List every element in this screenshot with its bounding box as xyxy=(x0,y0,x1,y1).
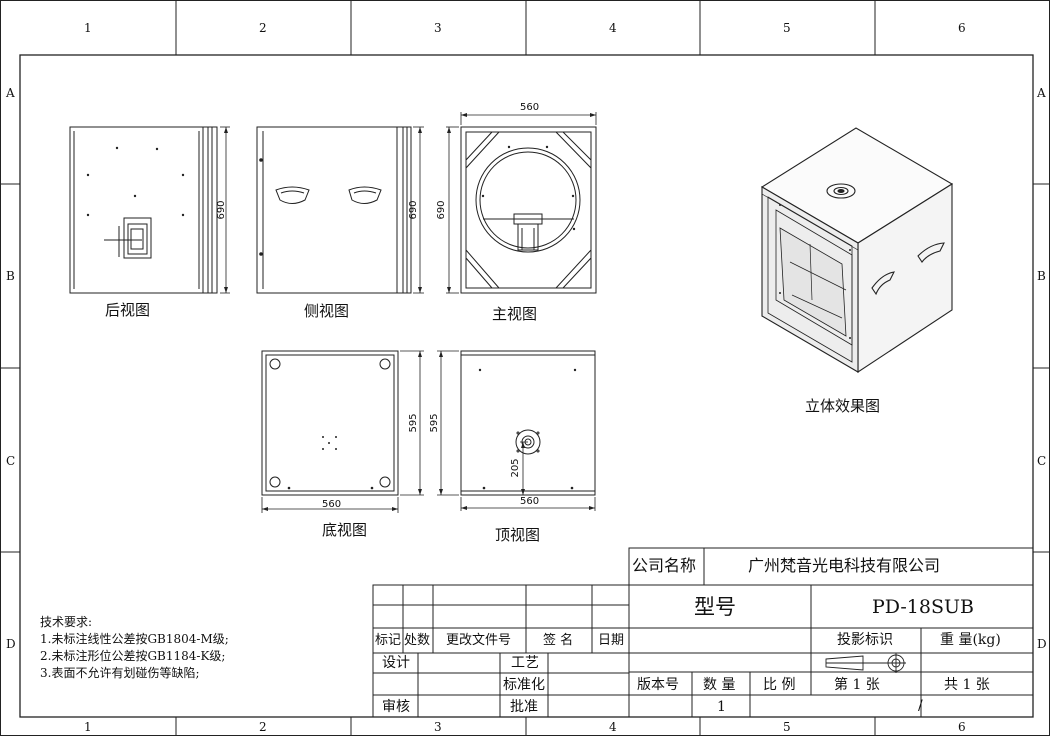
scale-label: 比 例 xyxy=(763,677,796,693)
zone-row-c-right: C xyxy=(1037,454,1047,468)
model-value: PD-18SUB xyxy=(872,596,974,618)
rev-date-header: 日期 xyxy=(598,633,625,648)
rev-sign-header: 签 名 xyxy=(543,633,574,648)
tech-note-2: 2.未标注形位公差按GB1184-K级; xyxy=(40,649,226,663)
top-depth-dimension xyxy=(437,350,459,496)
review-label: 审核 xyxy=(382,699,410,715)
front-view-caption: 主视图 xyxy=(492,305,538,323)
projection-label: 投影标识 xyxy=(837,632,893,648)
zone-row-a-right: A xyxy=(1037,86,1046,100)
front-width-dimension xyxy=(460,112,597,125)
zone-col-1-bottom: 1 xyxy=(84,720,92,734)
company-label: 公司名称 xyxy=(632,556,697,575)
tech-note-3: 3.表面不允许有划碰伤等缺陷; xyxy=(40,666,200,680)
side-holes xyxy=(259,158,263,256)
zone-col-4-top: 4 xyxy=(609,21,617,35)
top-offset-label: 205 xyxy=(510,458,521,478)
side-height-label: 690 xyxy=(408,200,419,220)
side-height-dimension xyxy=(413,126,424,294)
bottom-view xyxy=(261,350,399,496)
zone-row-c-left: C xyxy=(6,454,16,468)
front-height-dimension xyxy=(446,126,459,294)
front-screw-holes xyxy=(481,145,576,231)
iso-handles xyxy=(871,242,945,296)
weight-label: 重 量(kg) xyxy=(940,632,1001,648)
zone-col-4-bottom: 4 xyxy=(609,720,617,734)
design-label: 设计 xyxy=(382,655,410,671)
rear-connector-plate xyxy=(104,217,152,259)
top-width-dimension xyxy=(460,497,596,511)
bottom-width-dimension xyxy=(261,497,399,513)
zone-col-2-top: 2 xyxy=(259,21,267,35)
projection-symbol xyxy=(825,653,906,673)
rear-holes xyxy=(86,146,185,217)
front-view xyxy=(460,126,597,294)
bottom-width-label: 560 xyxy=(322,499,342,510)
top-view xyxy=(460,350,596,496)
front-height-label: 690 xyxy=(436,200,447,220)
zone-row-b-left: B xyxy=(6,269,15,283)
side-view-caption: 侧视图 xyxy=(304,302,350,320)
rear-view-caption: 后视图 xyxy=(105,301,151,319)
rev-mark-header: 标记 xyxy=(375,633,402,648)
front-woofer xyxy=(475,147,581,253)
bottom-depth-label: 595 xyxy=(408,413,419,433)
zone-col-5-top: 5 xyxy=(783,21,791,35)
zone-row-d-right: D xyxy=(1037,637,1047,651)
process-label: 工艺 xyxy=(511,655,539,671)
iso-pole-mount xyxy=(826,183,856,199)
sheet-number: 第 1 张 xyxy=(834,677,880,693)
zone-col-3-bottom: 3 xyxy=(434,720,442,734)
top-depth-label: 595 xyxy=(429,413,440,433)
tech-note-1: 1.未标注线性公差按GB1804-M级; xyxy=(40,632,229,646)
side-handles xyxy=(275,186,382,204)
rev-doc-header: 更改文件号 xyxy=(446,633,512,648)
rear-height-label: 690 xyxy=(216,200,227,220)
side-view xyxy=(256,126,412,294)
zone-col-1-top: 1 xyxy=(84,21,92,35)
top-screw-holes xyxy=(478,368,577,490)
model-label: 型号 xyxy=(694,595,736,619)
bottom-feet xyxy=(269,358,391,488)
zone-row-b-right: B xyxy=(1037,269,1046,283)
zone-col-6-top: 6 xyxy=(958,21,966,35)
standard-label: 标准化 xyxy=(503,677,545,693)
rev-place-header: 处数 xyxy=(404,633,431,648)
isometric-view xyxy=(760,127,954,374)
bottom-center-holes xyxy=(287,436,374,490)
quantity-value: 1 xyxy=(717,699,726,715)
top-width-label: 560 xyxy=(520,496,540,507)
zone-row-a-left: A xyxy=(6,86,15,100)
quantity-label: 数 量 xyxy=(703,677,736,693)
weight-slash: / xyxy=(918,698,923,714)
zone-col-6-bottom: 6 xyxy=(958,720,966,734)
front-width-label: 560 xyxy=(520,102,540,113)
rear-height-dimension xyxy=(220,126,230,294)
zone-col-5-bottom: 5 xyxy=(783,720,791,734)
zone-col-3-top: 3 xyxy=(434,21,442,35)
version-label: 版本号 xyxy=(637,677,679,693)
sheet-total: 共 1 张 xyxy=(944,677,990,693)
bottom-view-caption: 底视图 xyxy=(322,521,368,539)
zone-row-d-left: D xyxy=(6,637,16,651)
tech-notes-title: 技术要求: xyxy=(40,615,93,629)
approve-label: 批准 xyxy=(510,699,538,715)
title-block-grid xyxy=(372,547,1034,718)
zone-col-2-bottom: 2 xyxy=(259,720,267,734)
rear-view xyxy=(69,126,218,294)
top-offset-dimension xyxy=(520,441,528,495)
bottom-depth-dimension xyxy=(400,350,424,496)
front-corner-braces xyxy=(465,131,592,289)
company-name: 广州梵音光电科技有限公司 xyxy=(748,556,941,575)
top-view-caption: 顶视图 xyxy=(495,526,541,544)
iso-view-caption: 立体效果图 xyxy=(805,397,881,415)
